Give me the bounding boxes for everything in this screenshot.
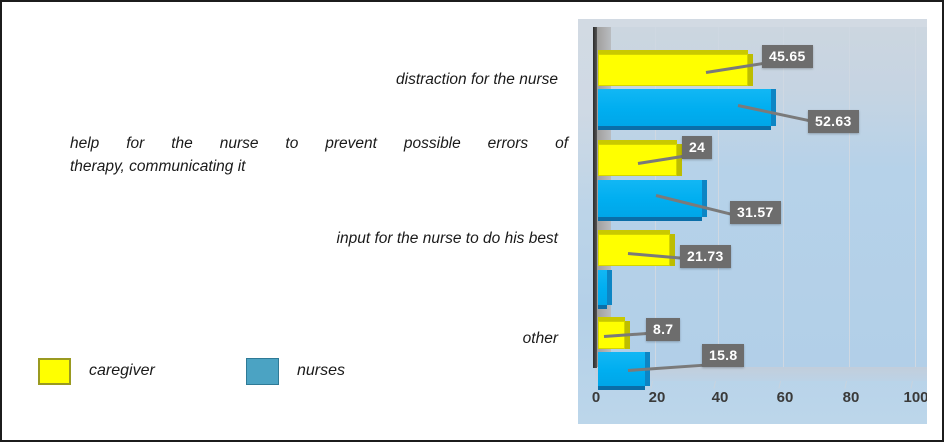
- category-label-help-prevent-errors: help for the nurse to prevent possible e…: [70, 132, 568, 179]
- bar-side-face: [607, 270, 612, 305]
- data-label-52-63: 52.63: [808, 110, 859, 134]
- chart-plot-panel: 45.65 52.63 24 31.57: [578, 19, 927, 424]
- bar-bottom-face: [598, 386, 645, 390]
- bar-front-face: [598, 270, 607, 305]
- category-label-help-line1: help for the nurse to prevent possible e…: [70, 135, 568, 152]
- data-label-21-73: 21.73: [680, 245, 731, 269]
- bar-side-face: [771, 89, 776, 126]
- bar-bottom-face: [598, 305, 607, 309]
- category-label-help-line2: therapy, communicating it: [70, 158, 246, 176]
- axis-tick-0: 0: [591, 389, 601, 406]
- data-label-15-8: 15.8: [702, 344, 745, 368]
- axis-tick-40: 40: [711, 389, 729, 406]
- category-label-other: other: [522, 330, 558, 347]
- bar-front-face: [598, 54, 748, 86]
- data-label-8-7: 8.7: [646, 318, 681, 342]
- gridline-60: [783, 27, 784, 367]
- gridline-40: [718, 27, 719, 367]
- bar-top-face: [598, 50, 748, 54]
- axis-tick-100: 100: [903, 389, 927, 406]
- gridline-80: [849, 27, 850, 367]
- bar-caregiver-distraction: [598, 50, 753, 86]
- plot-area: 45.65 52.63 24 31.57: [578, 19, 927, 424]
- bar-side-face: [702, 180, 707, 217]
- legend-label-nurses: nurses: [297, 362, 346, 379]
- axis-tick-80: 80: [842, 389, 860, 406]
- caregiver-swatch-icon: [38, 357, 71, 385]
- bar-side-face: [670, 234, 675, 266]
- bar-bottom-face: [598, 126, 771, 130]
- category-label-input-best: input for the nurse to do his best: [336, 230, 558, 247]
- bar-top-face: [598, 317, 625, 321]
- axis-tick-60: 60: [776, 389, 794, 406]
- axis-tick-20: 20: [648, 389, 666, 406]
- plot-floor: [595, 367, 927, 381]
- nurses-swatch-icon: [246, 357, 279, 385]
- bar-side-face: [748, 54, 753, 86]
- bar-top-face: [598, 140, 677, 144]
- category-label-distraction: distraction for the nurse: [396, 71, 558, 88]
- value-axis-line: [593, 27, 597, 368]
- bar-nurses-help-prevent-errors: [598, 180, 707, 221]
- bar-bottom-face: [598, 217, 702, 221]
- bar-nurses-input-best: [598, 270, 612, 309]
- bar-front-face: [598, 180, 702, 217]
- category-label-column: distraction for the nurse help for the n…: [2, 2, 574, 440]
- legend-item-nurses: nurses: [246, 354, 345, 388]
- legend-label-caregiver: caregiver: [89, 362, 155, 379]
- bar-front-face: [598, 234, 670, 266]
- bar-side-face: [677, 144, 682, 176]
- gridline-100: [915, 27, 916, 367]
- data-label-31-57: 31.57: [730, 201, 781, 225]
- data-label-45-65: 45.65: [762, 45, 813, 69]
- bar-caregiver-input-best: [598, 230, 675, 266]
- bar-top-face: [598, 230, 670, 234]
- legend-item-caregiver: caregiver: [38, 354, 155, 388]
- data-label-24: 24: [682, 136, 713, 160]
